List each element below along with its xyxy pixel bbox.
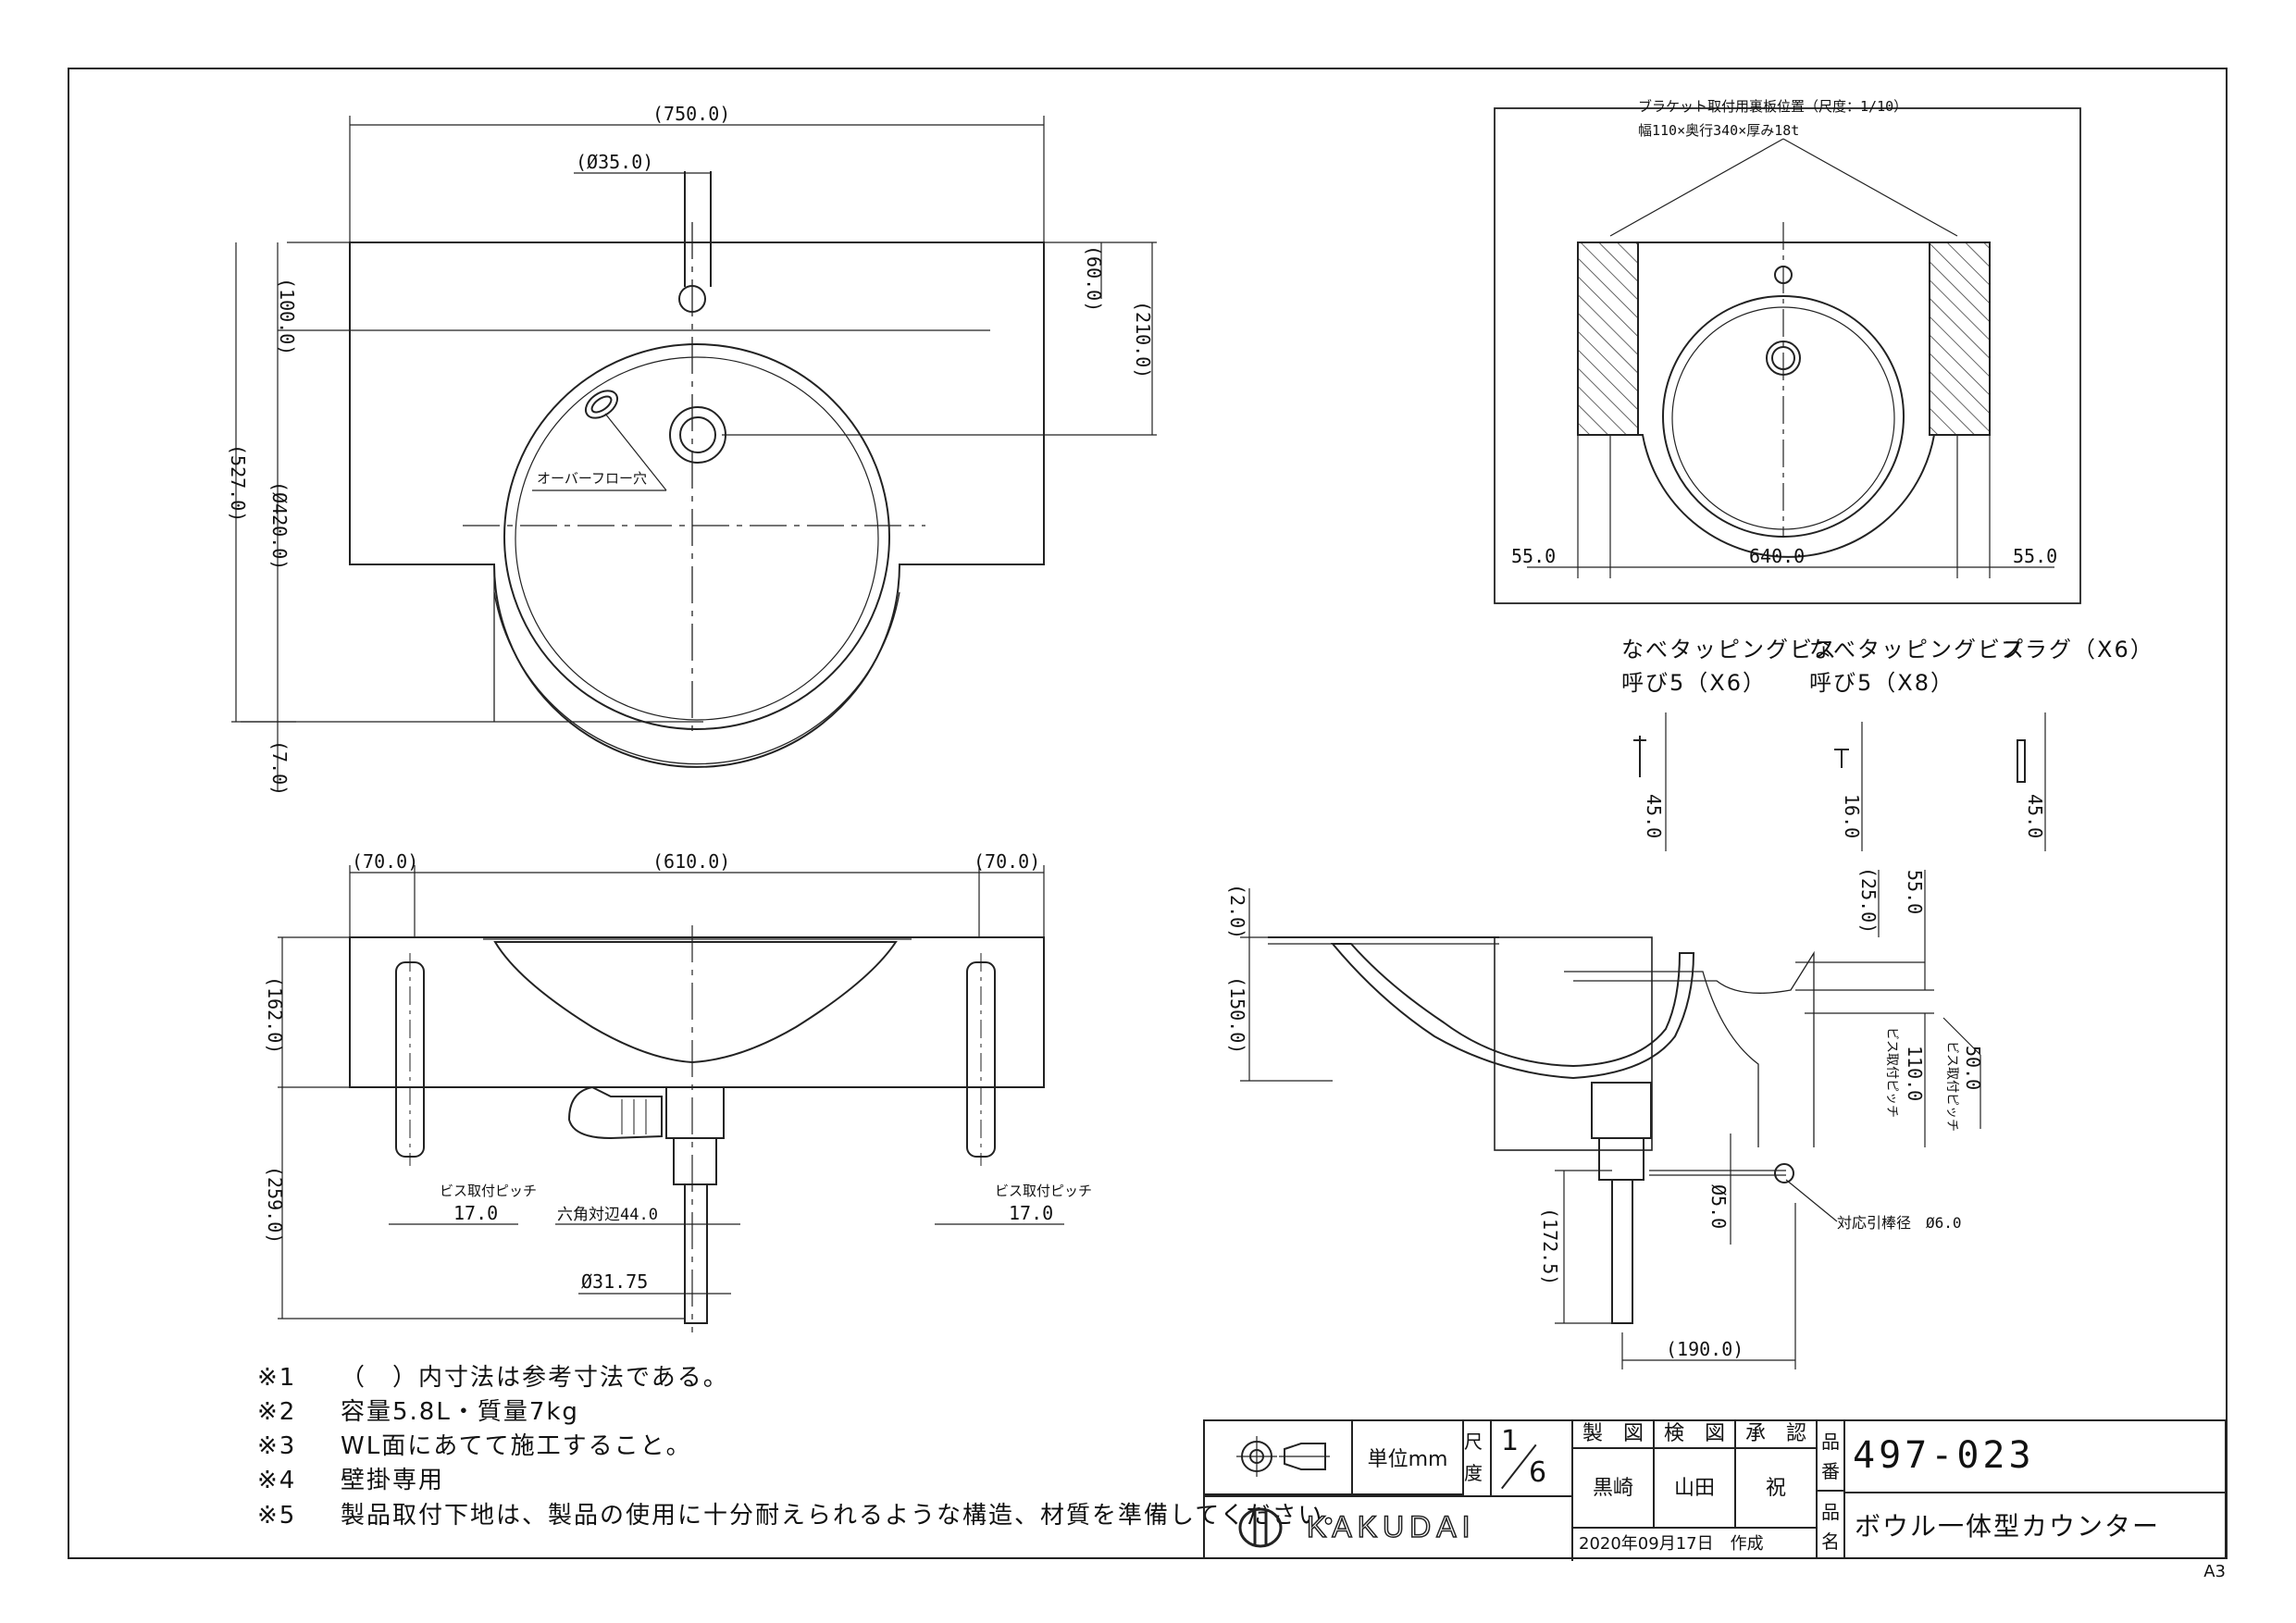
sec-50-label: ビス取付ピッチ [1944, 1041, 1959, 1132]
sec-110-label: ビス取付ピッチ [1884, 1027, 1899, 1118]
dim-depth-60: (60.0) [1083, 245, 1105, 312]
dim-total-527: (527.0) [227, 444, 249, 522]
rod-label: 対応引棒径 Ø6.0 [1837, 1214, 1962, 1232]
dim-side-70-left: (70.0) [352, 850, 418, 873]
part-3-name: プラグ（X6） [2001, 637, 2154, 663]
part-1-qty: 呼び5（X6） [1621, 670, 1767, 696]
checker-name: 山田 [1655, 1449, 1736, 1529]
projection-symbol [1205, 1421, 1353, 1495]
overflow-label: オーバーフロー穴 [537, 470, 647, 487]
part-2-name: なべタッピングビス [1809, 637, 2026, 663]
tb-divider-1 [1571, 1421, 1573, 1561]
sec-50: 50.0 [1962, 1046, 1984, 1090]
dim-top-width: (750.0) [652, 103, 730, 125]
header-approve: 承 認 [1736, 1421, 1818, 1449]
dim-depth-100: (100.0) [276, 278, 298, 355]
dim-h-259: (259.0) [264, 1166, 286, 1244]
dim-h-162: (162.0) [264, 976, 286, 1054]
sec-190: (190.0) [1666, 1338, 1744, 1360]
sec-150: (150.0) [1226, 976, 1248, 1054]
screw-45: 45.0 [1643, 794, 1665, 838]
dim-side-70-right: (70.0) [974, 850, 1040, 873]
br-640: 640.0 [1749, 545, 1805, 567]
kakudai-logo-icon [1238, 1507, 1283, 1547]
created-date: 2020年09月17日 作成 [1573, 1529, 1818, 1559]
dim-side-610: (610.0) [652, 850, 730, 873]
drawer-name: 黒崎 [1573, 1449, 1655, 1529]
sec-25: (25.0) [1857, 867, 1880, 934]
pitch-label-right: ビス取付ピッチ [995, 1183, 1092, 1199]
brand-area: KAKUDAI [1205, 1495, 1571, 1559]
hex-label: 六角対辺44.0 [557, 1206, 658, 1224]
scale-label-1: 尺 [1464, 1431, 1483, 1453]
sheet-size: A3 [2203, 1562, 2226, 1581]
scale-numerator: 1 [1501, 1425, 1520, 1457]
note-1: ※1（ ）内寸法は参考寸法である。 [257, 1364, 729, 1392]
pitch-left: 17.0 [453, 1202, 498, 1224]
sec-2: (2.0) [1226, 884, 1248, 939]
pitch-label-left: ビス取付ピッチ [440, 1183, 537, 1199]
bracket-size: 幅110×奥行340×厚み18t [1638, 122, 1799, 139]
drawing-frame [68, 68, 2228, 1559]
dim-faucet-hole: (Ø35.0) [576, 151, 653, 173]
part-1-name: なべタッピングビス [1621, 637, 1838, 663]
part-2-qty: 呼び5（X8） [1809, 670, 1955, 696]
dim-lip-7: (7.0) [268, 740, 291, 796]
dim-bowl-dia: (Ø420.0) [268, 481, 291, 570]
part-name-label: 品 名 [1818, 1492, 1845, 1559]
tb-divider-2 [1205, 1495, 1571, 1497]
front-view [278, 865, 1064, 1332]
plug-45: 45.0 [2024, 794, 2046, 838]
scale-denominator: 6 [1529, 1456, 1547, 1489]
sec-110: 110.0 [1904, 1046, 1926, 1101]
scale-divider [1490, 1421, 1492, 1495]
dim-depth-210: (210.0) [1132, 301, 1154, 378]
drain-dia: Ø31.75 [581, 1270, 648, 1293]
scale-label-2: 度 [1464, 1462, 1483, 1484]
sec-172: (172.5) [1539, 1208, 1561, 1285]
bracket-detail [1494, 107, 2081, 604]
tb-divider-3 [1845, 1492, 2227, 1493]
br-55-right: 55.0 [2013, 545, 2057, 567]
header-check: 検 図 [1655, 1421, 1736, 1449]
unit-label: 単位mm [1353, 1421, 1464, 1495]
part-no-label: 品 番 [1818, 1421, 1845, 1492]
part-name: ボウル一体型カウンター [1855, 1511, 2161, 1542]
plan-view [231, 116, 1157, 791]
screw-16: 16.0 [1841, 794, 1863, 838]
brand-name: KAKUDAI [1306, 1509, 1476, 1544]
sec-55: 55.0 [1904, 870, 1926, 914]
screw-parts [1633, 712, 2046, 851]
title-block: 単位mm 尺 度 1 6 KAKUDAI 製 図 検 図 承 認 黒崎 山田 祝… [1203, 1419, 2227, 1561]
section-view [1240, 870, 1981, 1369]
pitch-right: 17.0 [1009, 1202, 1053, 1224]
approver-name: 祝 [1736, 1449, 1818, 1529]
br-55-left: 55.0 [1511, 545, 1556, 567]
sec-5: Ø5.0 [1707, 1184, 1730, 1229]
bracket-title: ブラケット取付用裏板位置（尺度：1/10） [1638, 98, 1907, 115]
third-angle-icon [1236, 1436, 1330, 1477]
part-number: 497-023 [1853, 1434, 2035, 1477]
header-draw: 製 図 [1573, 1421, 1655, 1449]
